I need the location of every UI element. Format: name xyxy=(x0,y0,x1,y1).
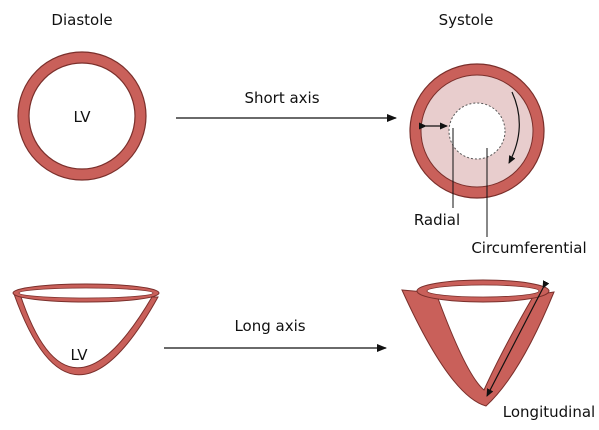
long-axis-label: Long axis xyxy=(234,317,305,335)
radial-label: Radial xyxy=(414,211,460,229)
systole-label: Systole xyxy=(439,11,494,29)
longitudinal-label: Longitudinal xyxy=(503,403,595,421)
diastole-label: Diastole xyxy=(51,11,112,29)
systole-short-axis-ring xyxy=(410,64,544,198)
short-axis-label: Short axis xyxy=(244,89,319,107)
lv-label-short-axis: LV xyxy=(74,108,92,126)
systole-long-axis-shape xyxy=(402,280,554,406)
lv-label-long-axis: LV xyxy=(71,346,89,364)
longitudinal-arrow xyxy=(487,288,543,396)
circumferential-label: Circumferential xyxy=(471,239,586,257)
